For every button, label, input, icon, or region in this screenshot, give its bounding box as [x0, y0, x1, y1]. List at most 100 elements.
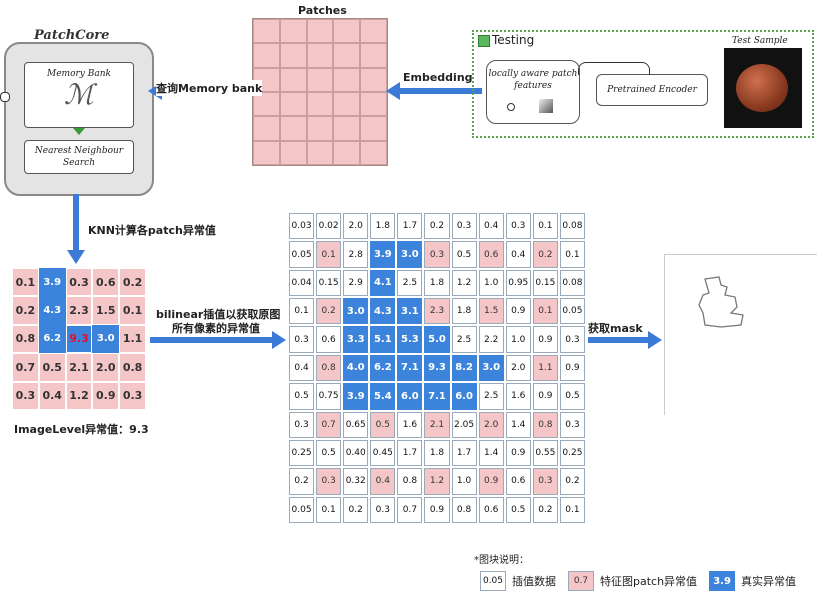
pixel-score-cell: 0.2: [316, 298, 342, 325]
pixel-score-cell: 0.3: [370, 496, 396, 523]
pixel-score-cell: 0.3: [289, 326, 315, 353]
patch-score-cell: 3.0: [92, 324, 120, 354]
bilinear-label-1: bilinear插值以获取原图: [156, 308, 281, 321]
pixel-score-cell: 0.9: [532, 383, 558, 410]
pixel-score-cell: 1.0: [505, 326, 531, 353]
arrow-mask: [588, 337, 650, 343]
patch-score-cell: 0.2: [12, 296, 39, 325]
pixel-score-cell: 2.9: [343, 269, 369, 297]
patches-grid: [252, 18, 388, 166]
pixel-score-cell: 2.0: [343, 213, 369, 240]
pixel-score-cell: 0.05: [289, 241, 315, 268]
pixel-score-cell: 4.3: [370, 298, 396, 325]
pixel-score-cell: 1.7: [397, 439, 423, 467]
query-label: 查询Memory bank: [156, 80, 263, 96]
pixel-score-cell: 0.2: [532, 496, 558, 523]
arrow-bilinear: [150, 337, 274, 343]
pixel-score-cell: 3.0: [478, 354, 504, 382]
pixel-score-cell: 1.8: [370, 213, 396, 240]
memory-bank-box: Memory Bank ℳ: [24, 62, 134, 128]
patch-score-cell: 0.1: [119, 296, 146, 325]
pixel-score-cell: 0.25: [559, 439, 585, 467]
pixel-score-cell: 3.1: [397, 298, 423, 325]
patch-score-cell: 0.8: [12, 324, 39, 354]
pixel-score-cell: 0.65: [343, 411, 369, 438]
pixel-score-cell: 0.9: [505, 439, 531, 467]
small-circle-icon: [507, 103, 515, 111]
testing-title: Testing: [492, 33, 535, 47]
pixel-score-cell: 9.3: [424, 354, 450, 382]
test-sample-label: Test Sample: [732, 36, 788, 46]
pixel-score-cell: 0.5: [316, 439, 342, 467]
patch-score-cell: 0.5: [38, 353, 66, 382]
pixel-score-cell: 0.8: [451, 496, 477, 523]
pixel-score-cell: 0.04: [289, 269, 315, 297]
pixel-score-cell: 0.15: [532, 269, 558, 297]
pixel-score-cell: 2.8: [343, 241, 369, 268]
pixel-score-cell: 1.6: [505, 383, 531, 410]
pixel-score-cell: 1.7: [451, 439, 477, 467]
pixel-score-cell: 0.2: [343, 496, 369, 523]
patch-score-cell: 0.3: [12, 381, 39, 410]
pixel-score-cell: 2.0: [505, 354, 531, 382]
pixel-score-cell: 0.4: [478, 213, 504, 240]
pixel-score-cell: 3.9: [343, 383, 369, 410]
legend-label: 特征图patch异常值: [600, 575, 698, 588]
pixel-score-cell: 1.6: [397, 411, 423, 438]
pixel-score-cell: 6.0: [397, 383, 423, 410]
image-level-label: ImageLevel异常值：9.3: [14, 423, 149, 436]
pixel-score-cell: 0.9: [424, 496, 450, 523]
patchcore-title: PatchCore: [34, 28, 110, 43]
pixel-score-cell: 0.3: [532, 468, 558, 495]
arrow-embedding-head: [386, 82, 400, 100]
pixel-score-cell: 1.1: [532, 354, 558, 382]
patch-score-cell: 6.2: [38, 324, 66, 354]
patch-score-cell: 0.9: [92, 381, 120, 410]
pixel-score-cell: 2.5: [478, 383, 504, 410]
encoder-label: Pretrained Encoder: [607, 85, 697, 95]
patch-features-box: locally aware patch features: [486, 60, 580, 124]
legend-swatch: 0.05: [480, 571, 506, 591]
arrow-bilinear-head: [272, 331, 286, 349]
pixel-score-cell: 0.9: [559, 354, 585, 382]
patch-score-cell: 0.2: [119, 268, 146, 297]
pixel-score-cell: 0.1: [559, 496, 585, 523]
pixel-score-cell: 0.6: [505, 468, 531, 495]
pixel-score-cell: 0.08: [559, 269, 585, 297]
pixel-score-cell: 1.4: [505, 411, 531, 438]
memory-bank-symbol: ℳ: [64, 78, 94, 111]
patch-score-cell: 0.3: [65, 268, 93, 297]
patches-label: Patches: [298, 4, 347, 17]
nn-search-box: Nearest Neighbour Search: [24, 140, 134, 174]
arrow-mask-head: [648, 331, 662, 349]
patch-score-cell: 0.3: [119, 381, 146, 410]
pixel-score-cell: 2.5: [397, 269, 423, 297]
pixel-score-cell: 2.0: [478, 411, 504, 438]
patch-score-cell: 3.9: [38, 268, 66, 297]
pixel-score-cell: 0.8: [397, 468, 423, 495]
pixel-score-cell: 0.05: [289, 496, 315, 523]
legend-swatch: 0.7: [568, 571, 594, 591]
patch-score-cell: 4.3: [38, 296, 66, 325]
connector-line: [578, 62, 650, 75]
pixel-score-cell: 1.2: [451, 269, 477, 297]
patch-score-cell: 9.3: [65, 324, 93, 354]
patch-score-cell: 0.4: [38, 381, 66, 410]
patch-score-cell: 1.1: [119, 324, 146, 354]
patch-features-label: locally aware patch features: [488, 69, 578, 91]
pixel-score-cell: 0.95: [505, 269, 531, 297]
pixel-score-cell: 0.55: [532, 439, 558, 467]
hazelnut-icon: [736, 64, 788, 112]
pixel-score-cell: 0.8: [532, 411, 558, 438]
legend-label: 插值数据: [512, 575, 556, 588]
bilinear-label-2: 所有像素的异常值: [172, 322, 260, 335]
pixel-score-cell: 8.2: [451, 354, 477, 382]
pixel-score-cell: 0.08: [559, 213, 585, 240]
testing-box: [472, 30, 814, 138]
patch-score-cell: 0.7: [12, 353, 39, 382]
pixel-score-cell: 1.2: [424, 468, 450, 495]
pixel-score-cell: 0.6: [316, 326, 342, 353]
pixel-score-cell: 0.3: [559, 326, 585, 353]
nn-search-label: Nearest Neighbour Search: [34, 146, 124, 168]
